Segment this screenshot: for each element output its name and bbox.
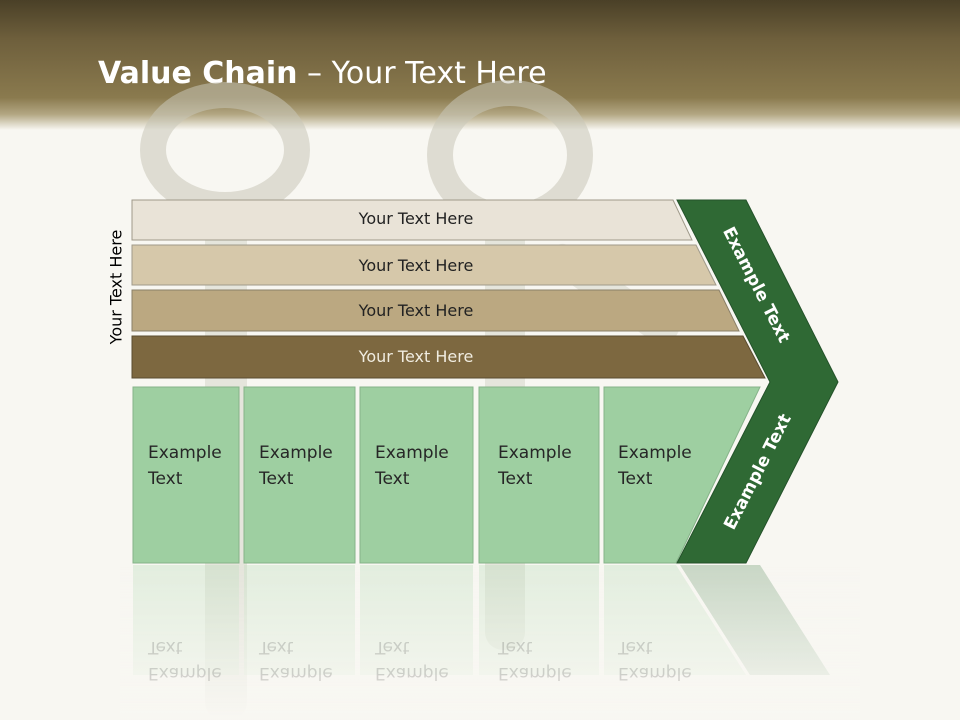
bar-2: [131, 244, 717, 286]
bar-1: [131, 199, 693, 241]
box-1-label: Example Text: [148, 443, 222, 489]
bar-4-label: Your Text Here: [358, 347, 474, 366]
title-bold: Value Chain: [98, 56, 298, 91]
margin-chevron: [676, 199, 839, 564]
bar-4: [131, 335, 766, 379]
activity-box-4: [478, 386, 600, 564]
box-3-label: Example Text: [375, 443, 449, 489]
activity-box-3: [359, 386, 474, 564]
box-1-reflection: Example Text: [148, 637, 222, 683]
bar-3-label: Your Text Here: [358, 301, 474, 320]
bar-2-label: Your Text Here: [358, 256, 474, 275]
bar-3: [131, 289, 740, 332]
activity-box-2: [243, 386, 356, 564]
box-5-reflection: Example Text: [618, 637, 692, 683]
activity-box-5: [603, 386, 761, 564]
box-3-reflection: Example Text: [375, 637, 449, 683]
box-4-label: Example Text: [498, 443, 572, 489]
box-2-reflection: Example Text: [259, 637, 333, 683]
reflection-fade: [120, 565, 860, 720]
box-4-reflection: Example Text: [498, 637, 572, 683]
side-label-text: Your Text Here: [106, 229, 126, 345]
box-2-label: Example Text: [259, 443, 333, 489]
activity-box-1: [132, 386, 240, 564]
bar-1-label: Your Text Here: [358, 209, 474, 228]
box-5-label: Example Text: [618, 443, 692, 489]
